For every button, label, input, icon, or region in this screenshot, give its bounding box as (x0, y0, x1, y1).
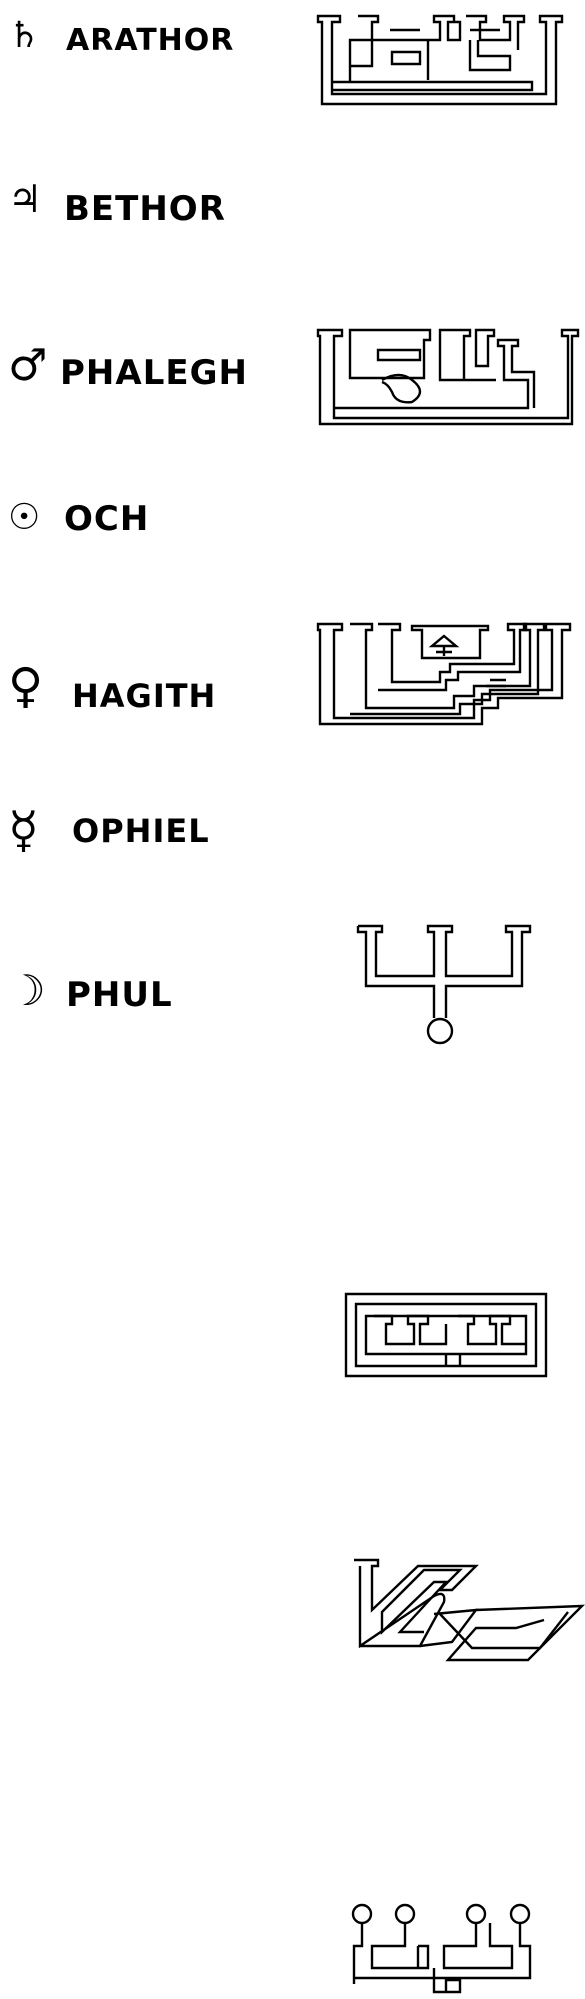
spirit-row-hagith: ♀ HAGITH (0, 640, 585, 750)
spirit-name-och: OCH (64, 502, 149, 536)
spirit-name-ophiel: OPHIEL (72, 815, 210, 847)
ophiel-sigil (0, 1550, 585, 1690)
spirit-row-bethor: ♃ BETHOR (0, 150, 585, 280)
sun-symbol-icon: ☉ (8, 500, 40, 536)
jupiter-symbol-icon: ♃ (8, 180, 42, 218)
venus-symbol-icon: ♀ (8, 662, 43, 710)
spirit-name-phul: PHUL (66, 978, 173, 1012)
spirit-name-bethor: BETHOR (64, 192, 226, 226)
mars-symbol-icon: ♂ (8, 344, 47, 388)
spirit-name-phalegh: PHALEGH (60, 356, 248, 390)
spirit-name-hagith: HAGITH (72, 680, 216, 712)
arathor-sigil (0, 0, 585, 130)
mercury-symbol-icon: ☿ (8, 805, 39, 855)
phul-sigil (0, 1880, 585, 1999)
spirit-row-arathor: ♄ ARATHOR (0, 0, 585, 130)
hagith-sigil (0, 1280, 585, 1390)
moon-symbol-icon: ☽ (8, 970, 46, 1012)
spirit-row-phalegh: ♂ PHALEGH (0, 300, 585, 430)
spirit-row-ophiel: ☿ OPHIEL (0, 775, 585, 915)
spirit-row-phul: ☽ PHUL (0, 940, 585, 1059)
spirit-row-och: ☉ OCH (0, 450, 585, 600)
